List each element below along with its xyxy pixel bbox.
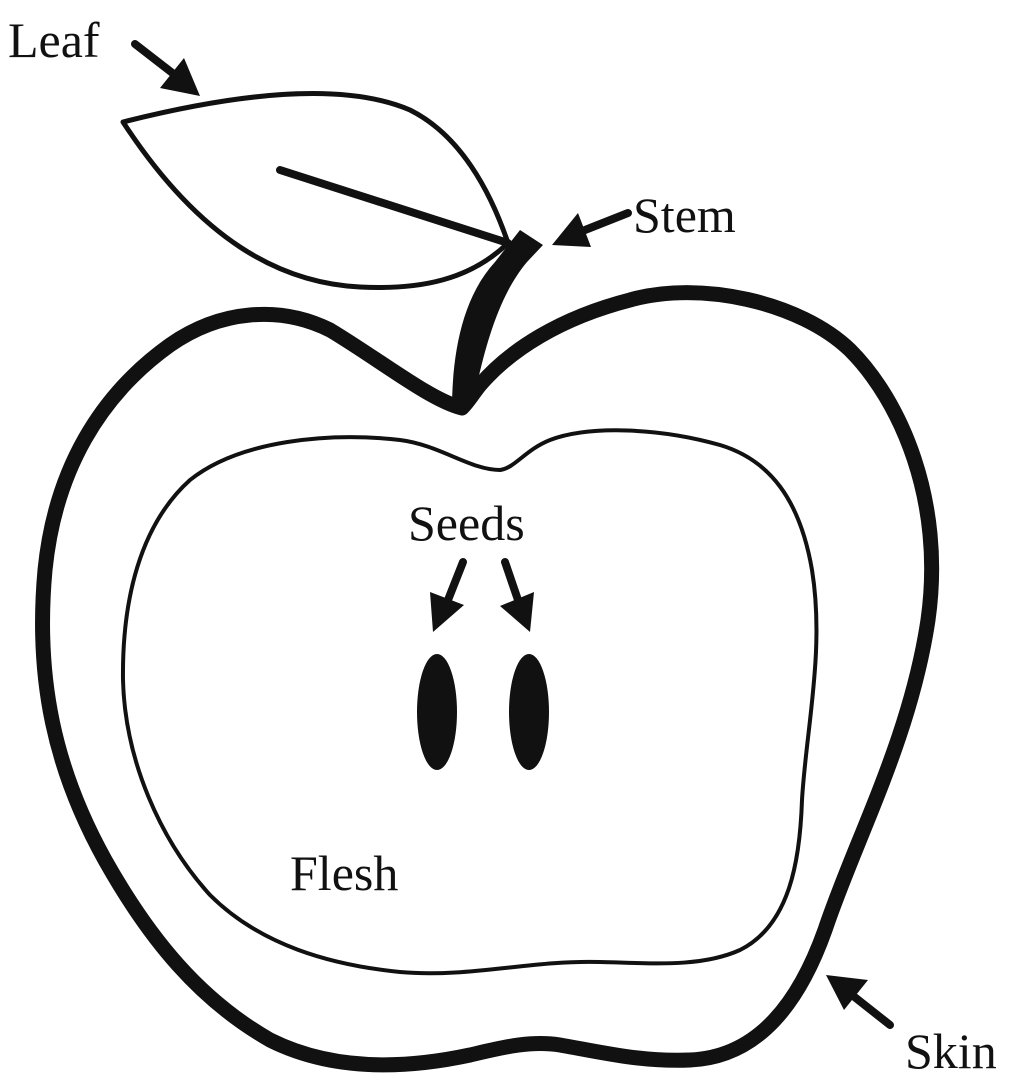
apple-skin-outline	[43, 293, 932, 1065]
seed-left	[417, 654, 457, 770]
seeds-arrow-right	[500, 562, 534, 632]
skin-arrow	[826, 975, 890, 1025]
stem-arrow	[552, 213, 628, 247]
label-stem: Stem	[633, 187, 736, 243]
seeds-arrow-left	[430, 562, 464, 632]
label-flesh: Flesh	[290, 845, 398, 901]
apple-stem	[452, 230, 543, 410]
leaf-midrib	[280, 170, 508, 243]
label-skin: Skin	[905, 1023, 997, 1079]
leaf-arrow	[135, 44, 200, 96]
label-seeds: Seeds	[408, 495, 525, 551]
label-leaf: Leaf	[8, 12, 100, 68]
apple-leaf	[123, 93, 508, 287]
seed-right	[509, 654, 549, 770]
